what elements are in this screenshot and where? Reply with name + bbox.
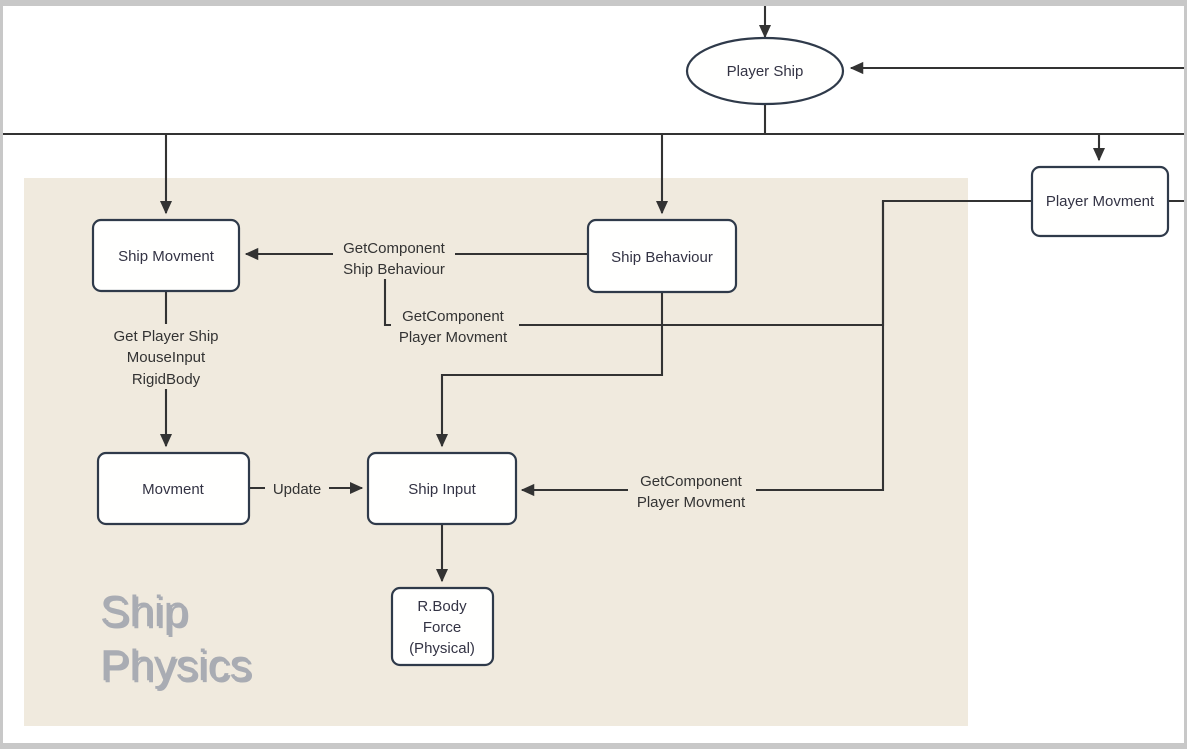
- ship-movment-label: Ship Movment: [118, 248, 215, 265]
- edge-label-getcomponent-player-movment-top-line1: GetComponent: [402, 308, 505, 325]
- ship-movment-box[interactable]: [91, 218, 241, 293]
- cluster-label-line1-shadow: Ship: [102, 589, 190, 638]
- ship-input-box[interactable]: [366, 451, 518, 526]
- node-player-ship[interactable]: Player Ship: [685, 36, 845, 106]
- player-ship-ellipse[interactable]: [685, 36, 845, 106]
- diagram-canvas[interactable]: GetComponent Ship Behaviour GetComponent…: [3, 6, 1184, 743]
- edge-label-getcomponent-player-movment-bottom-line1: GetComponent: [640, 473, 743, 490]
- node-movment[interactable]: Movment: [96, 451, 251, 526]
- ship-behaviour-label: Ship Behaviour: [611, 249, 713, 266]
- movment-box[interactable]: [96, 451, 251, 526]
- player-ship-label: Player Ship: [727, 63, 804, 80]
- edge-label-bg-3: [105, 324, 231, 389]
- edge-label-getcomponent-player-movment-bottom-line2: Player Movment: [637, 494, 746, 511]
- cluster-label-line2: Physics: [100, 641, 252, 690]
- flowchart-svg[interactable]: GetComponent Ship Behaviour GetComponent…: [3, 6, 1184, 743]
- node-player-movment[interactable]: Player Movment: [1030, 165, 1170, 238]
- rbody-force-box[interactable]: [390, 586, 495, 667]
- node-ship-input[interactable]: Ship Input: [366, 451, 518, 526]
- movment-label: Movment: [142, 481, 205, 498]
- edge-label-get-player-ship: Get Player Ship: [113, 328, 218, 345]
- edge-label-getcomponent-player-movment-top-line2: Player Movment: [399, 329, 508, 346]
- ship-behaviour-box[interactable]: [586, 218, 738, 294]
- cluster-label-line2-shadow: Physics: [102, 643, 254, 692]
- edge-label-rigid-body: RigidBody: [132, 371, 201, 388]
- edge-label-bg-1: [333, 237, 455, 279]
- edge-label-getcomponent-ship-behaviour-line1: GetComponent: [343, 240, 446, 257]
- edge-ship-behaviour-to-ship-input[interactable]: [435, 291, 664, 448]
- rbody-force-label-line2: Force: [423, 619, 461, 636]
- edge-label-bg-5: [628, 469, 756, 511]
- edge-label-mouse-input: MouseInput: [127, 349, 206, 366]
- edge-label-bg-4: [265, 478, 329, 499]
- player-movment-label: Player Movment: [1046, 193, 1155, 210]
- edge-label-getcomponent-ship-behaviour-line2: Ship Behaviour: [343, 261, 445, 278]
- cluster-label-ship-physics: Ship Ship Physics Physics: [100, 587, 254, 692]
- cluster-label-line1: Ship: [100, 587, 188, 636]
- node-rbody-force[interactable]: R.Body Force (Physical): [390, 586, 495, 667]
- rbody-force-label-line3: (Physical): [409, 640, 475, 657]
- edge-label-update: Update: [273, 481, 321, 498]
- rbody-force-label-line1: R.Body: [417, 598, 467, 615]
- node-ship-behaviour[interactable]: Ship Behaviour: [586, 218, 738, 294]
- player-movment-box[interactable]: [1030, 165, 1170, 238]
- node-ship-movment[interactable]: Ship Movment: [91, 218, 241, 293]
- edge-label-bg-2: [391, 304, 519, 346]
- ship-input-label: Ship Input: [408, 481, 476, 498]
